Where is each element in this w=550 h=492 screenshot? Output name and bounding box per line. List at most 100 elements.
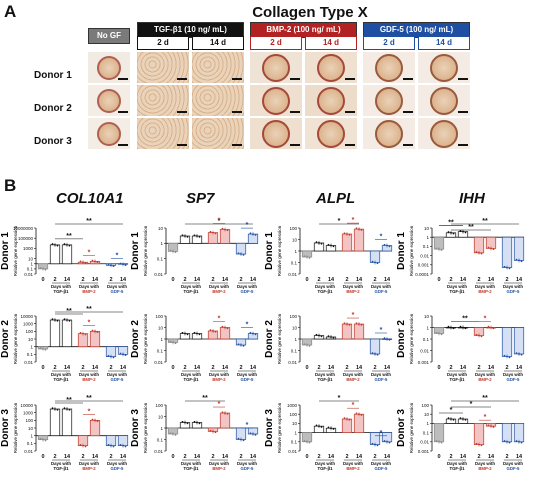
data-point bbox=[198, 235, 201, 238]
data-point bbox=[91, 418, 94, 421]
x-tick-label: 14 bbox=[384, 365, 391, 371]
data-point bbox=[221, 411, 224, 414]
significance-star: * bbox=[218, 316, 221, 323]
bar bbox=[353, 323, 365, 340]
y-tick-label: 1 bbox=[30, 344, 33, 349]
group-label-line1: Days with bbox=[237, 372, 257, 377]
data-point bbox=[358, 323, 360, 325]
group-label-line2: TGF-β1 bbox=[53, 377, 69, 382]
data-point bbox=[39, 267, 42, 269]
panel-b-letter: B bbox=[4, 176, 17, 195]
gene-sp7: SP7 bbox=[186, 190, 215, 207]
pellet-section bbox=[317, 53, 345, 82]
group-label-line2: TGF-β1 bbox=[183, 466, 199, 471]
data-point bbox=[56, 319, 59, 322]
y-tick-label: 0.01 bbox=[154, 449, 163, 454]
data-point bbox=[214, 232, 217, 235]
pellet-section bbox=[375, 119, 403, 148]
x-tick-label: 2 bbox=[505, 365, 508, 371]
x-tick-label: 14 bbox=[120, 365, 127, 371]
y-tick-label: 100 bbox=[155, 314, 163, 319]
x-tick-label: 2 bbox=[53, 365, 56, 371]
scale-bar bbox=[345, 111, 355, 113]
pellet-section bbox=[262, 119, 290, 148]
scale-bar bbox=[118, 78, 128, 80]
y-tick-label: 100 bbox=[421, 403, 429, 408]
data-point bbox=[320, 426, 323, 428]
significance-star: ** bbox=[448, 220, 454, 227]
x-tick-label: 2 bbox=[477, 454, 480, 460]
data-point bbox=[240, 438, 242, 441]
x-tick-label: 14 bbox=[120, 277, 127, 283]
y-tick-label: 10 bbox=[28, 337, 34, 342]
y-axis-label: Relative gene expression bbox=[277, 402, 282, 453]
pellet-section bbox=[262, 86, 290, 115]
bmp-header: BMP-2 (100 ng/ mL) bbox=[250, 22, 357, 38]
data-point bbox=[480, 444, 483, 447]
data-point bbox=[315, 424, 318, 427]
data-point bbox=[515, 258, 518, 261]
group-label-line1: Days with bbox=[343, 372, 363, 377]
data-point bbox=[124, 354, 127, 357]
group-label-line2: TGF-β1 bbox=[449, 466, 465, 471]
x-tick-label: 2 bbox=[183, 277, 186, 283]
gdf-day2: 2 d bbox=[363, 36, 415, 50]
data-point bbox=[184, 235, 186, 237]
bar bbox=[513, 236, 525, 261]
y-axis-label: Relative gene expression bbox=[409, 402, 414, 453]
data-point bbox=[388, 338, 391, 341]
data-point bbox=[464, 418, 467, 421]
data-point bbox=[184, 332, 186, 335]
group-label-line1: Days with bbox=[107, 461, 127, 466]
significance-star: * bbox=[116, 252, 119, 259]
data-point bbox=[508, 267, 511, 270]
data-point bbox=[383, 243, 386, 246]
data-point bbox=[51, 407, 54, 410]
group-label-line2: TGF-β1 bbox=[53, 289, 69, 294]
data-point bbox=[124, 445, 127, 448]
data-point bbox=[332, 245, 335, 248]
data-point bbox=[452, 418, 455, 421]
pellet-section bbox=[430, 119, 458, 148]
x-tick-label: 2 bbox=[211, 454, 214, 460]
data-point bbox=[172, 250, 174, 253]
data-point bbox=[44, 439, 47, 442]
group-label-line2: GDF-5 bbox=[241, 377, 255, 382]
x-tick-label: 14 bbox=[194, 277, 201, 283]
y-tick-label: 1 bbox=[294, 337, 297, 342]
y-tick-label: 100 bbox=[25, 329, 33, 334]
data-point bbox=[198, 422, 201, 425]
data-point bbox=[112, 445, 115, 448]
significance-star: * bbox=[246, 322, 249, 329]
bar bbox=[513, 423, 525, 443]
y-tick-label: 1 bbox=[426, 235, 429, 240]
y-tick-label: 0.1 bbox=[27, 441, 34, 446]
y-tick-label: 100 bbox=[289, 314, 297, 319]
data-point bbox=[54, 243, 56, 246]
x-tick-label: 0 bbox=[171, 277, 174, 283]
y-tick-label: 0.1 bbox=[27, 267, 34, 272]
bar bbox=[341, 418, 353, 433]
x-tick-label: 2 bbox=[183, 454, 186, 460]
significance-star: ** bbox=[66, 397, 72, 404]
histology-tile bbox=[88, 52, 130, 83]
data-point bbox=[96, 331, 99, 334]
data-point bbox=[249, 331, 252, 334]
group-label-line2: GDF-5 bbox=[507, 377, 521, 382]
data-point bbox=[44, 268, 47, 271]
y-tick-label: 10 bbox=[424, 226, 430, 231]
x-tick-label: 2 bbox=[183, 365, 186, 371]
data-point bbox=[320, 242, 323, 245]
data-point bbox=[84, 333, 87, 336]
x-tick-label: 2 bbox=[505, 454, 508, 460]
bmp-day14: 14 d bbox=[305, 36, 357, 50]
x-tick-label: 14 bbox=[64, 277, 71, 283]
histology-tile bbox=[305, 85, 357, 116]
data-point bbox=[79, 443, 82, 446]
y-tick-label: 0.01 bbox=[420, 440, 429, 445]
data-point bbox=[320, 335, 323, 338]
significance-star: ** bbox=[462, 316, 468, 323]
significance-star: * bbox=[352, 217, 355, 224]
data-point bbox=[503, 265, 506, 268]
y-tick-label: 0.01 bbox=[420, 253, 429, 258]
